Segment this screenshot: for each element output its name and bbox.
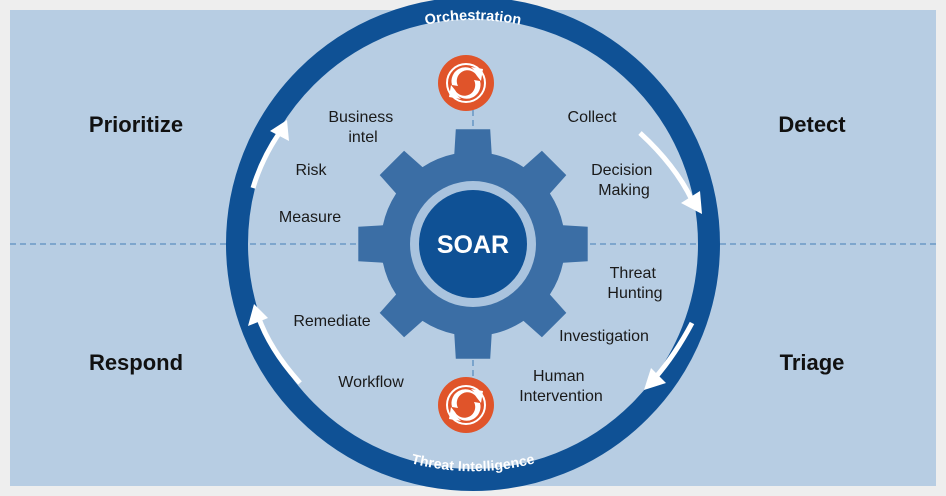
- outer-ring: [226, 0, 720, 491]
- step-workflow: Workflow: [338, 374, 404, 391]
- cycle-arrow-icon: [248, 304, 302, 385]
- step-remediate: Remediate: [293, 313, 370, 330]
- quadrant-triage: Triage: [780, 350, 845, 375]
- step-risk: Risk: [295, 162, 327, 179]
- step-measure: Measure: [279, 209, 341, 226]
- cycle-arrow-icon: [644, 321, 695, 390]
- ring-bottom-label: Threat Intelligence: [410, 450, 536, 474]
- center-label: SOAR: [437, 231, 509, 259]
- cycle-arrow-icon: [638, 131, 702, 214]
- step-threat-hunting: Threat Hunting: [607, 265, 662, 302]
- step-collect: Collect: [568, 109, 617, 126]
- step-decision-making: Decision Making: [591, 162, 657, 199]
- soar-center: [419, 190, 527, 298]
- cycle-arrow-icon: [250, 120, 289, 189]
- cycle-arrows: [248, 120, 702, 390]
- step-human-intervention: Human Intervention: [519, 368, 603, 405]
- gear-icon: [358, 129, 588, 359]
- quadrant-respond: Respond: [89, 350, 183, 375]
- quadrant-prioritize: Prioritize: [89, 112, 183, 137]
- orchestration-logo-icon: [438, 55, 494, 111]
- step-business-intel: Business intel: [328, 109, 397, 146]
- step-investigation: Investigation: [559, 328, 649, 345]
- ring-top-label: Orchestration: [424, 8, 523, 29]
- threat-intel-logo-icon: [438, 377, 494, 433]
- quadrant-detect: Detect: [778, 112, 846, 137]
